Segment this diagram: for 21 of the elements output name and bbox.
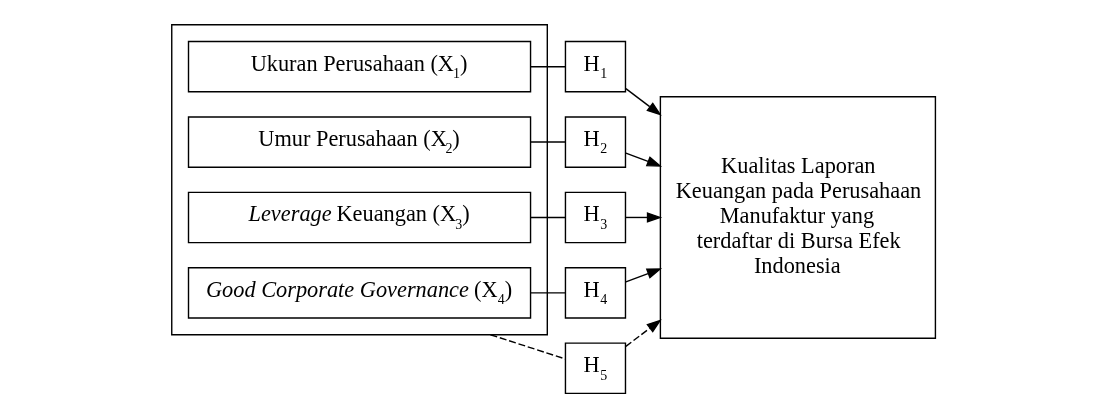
arrow: [625, 152, 663, 167]
arrow: [625, 212, 663, 223]
node-box: Ukuran Perusahaan (X$_{1}$): [187, 40, 532, 93]
arrow: [625, 268, 663, 283]
node-box: H$_{3}$: [564, 191, 627, 244]
connector: [489, 334, 566, 360]
connector: [530, 292, 567, 294]
connector: [530, 66, 567, 68]
connector: [530, 141, 567, 143]
connector: [530, 216, 567, 219]
node-box: H$_{1}$: [564, 40, 627, 93]
arrow: [625, 87, 662, 116]
node-box: Umur Perusahaan (X$_{2}$): [187, 116, 532, 168]
cluster: [171, 24, 548, 336]
node-box: H$_{2}$: [564, 116, 627, 168]
node-box: Leverage Keuangan (X$_{3}$): [187, 191, 532, 244]
node-box: H$_{4}$: [564, 267, 627, 319]
arrow: [625, 319, 662, 347]
node-box: Kualitas Laporan Keuangan pada Perusahaan Manufaktur yang terdaftar di Bursa Efek Indonesia: [659, 96, 937, 339]
node-box: H$_{5}$: [564, 342, 627, 395]
node-box: Good Corporate Governance (X$_{4}$): [187, 267, 532, 319]
